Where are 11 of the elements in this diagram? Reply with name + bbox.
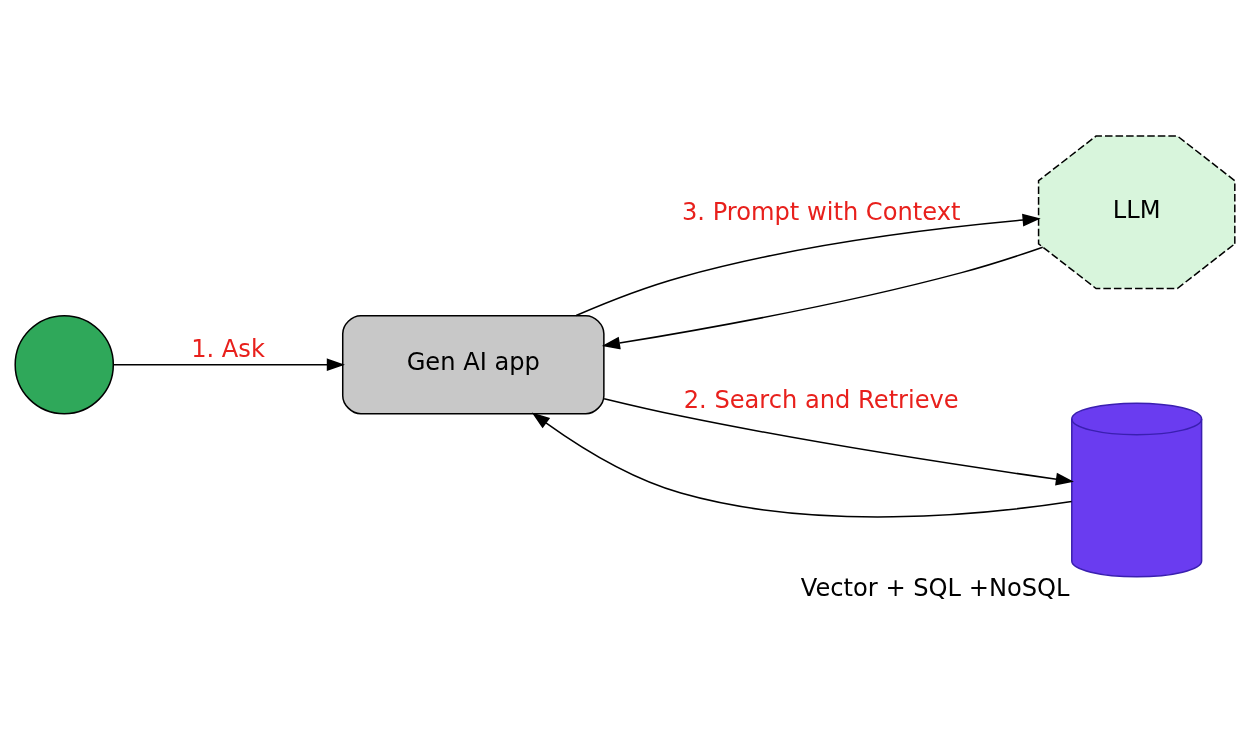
arrow [531,411,1073,518]
edge-label: 1. Ask [191,334,265,363]
arrow [603,397,1074,485]
edge-label: 2. Search and Retrieve [683,385,959,414]
arrow [601,246,1044,349]
arrow [575,213,1041,316]
node-label: Vector + SQL +NoSQL [800,573,1070,602]
node-person [14,314,115,415]
arrow [112,357,345,371]
edge-label: 3. Prompt with Context [682,197,961,226]
node-box: Gen AI app [342,314,605,415]
